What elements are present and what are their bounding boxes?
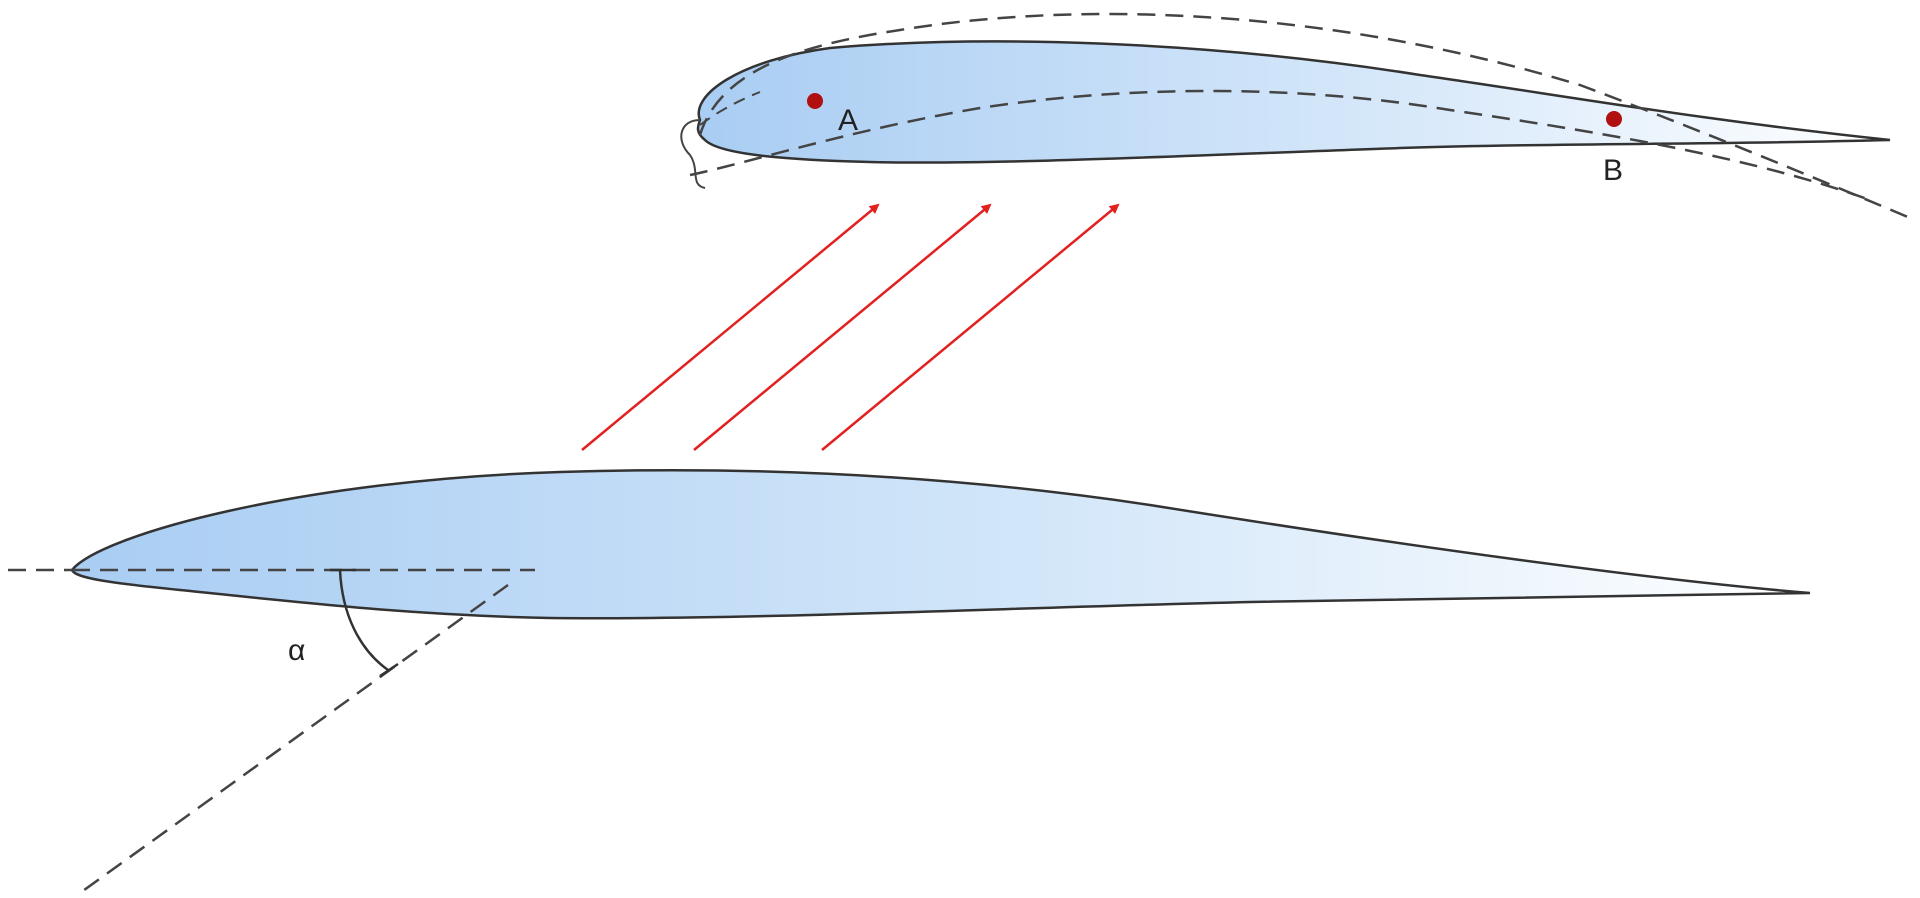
relative-wind-line: [79, 583, 509, 895]
upper-airfoil-dashed-top: [698, 12, 1916, 222]
flow-arrow-1: [581, 203, 880, 451]
angle-alpha-label: α: [288, 634, 305, 667]
flow-arrow-2: [693, 203, 992, 451]
flow-arrows: [581, 203, 1120, 451]
point-a-label: A: [838, 104, 858, 137]
point-b-label: B: [1603, 154, 1623, 187]
flow-arrow-3: [821, 203, 1120, 451]
upper-airfoil-ghost-nose: [680, 119, 706, 189]
lower-airfoil-body: [70, 468, 1811, 620]
point-b-marker: [1606, 111, 1622, 127]
lower-airfoil: α: [8, 468, 1811, 895]
upper-airfoil-body: [696, 40, 1891, 164]
upper-airfoil: A B: [680, 12, 1916, 222]
upper-airfoil-dashed-nose: [699, 91, 761, 126]
point-a-marker: [807, 93, 823, 109]
angle-arc-tick-bottom: [379, 662, 399, 678]
upper-airfoil-dashed-bottom: [689, 89, 1871, 202]
angle-arc: [338, 569, 389, 672]
